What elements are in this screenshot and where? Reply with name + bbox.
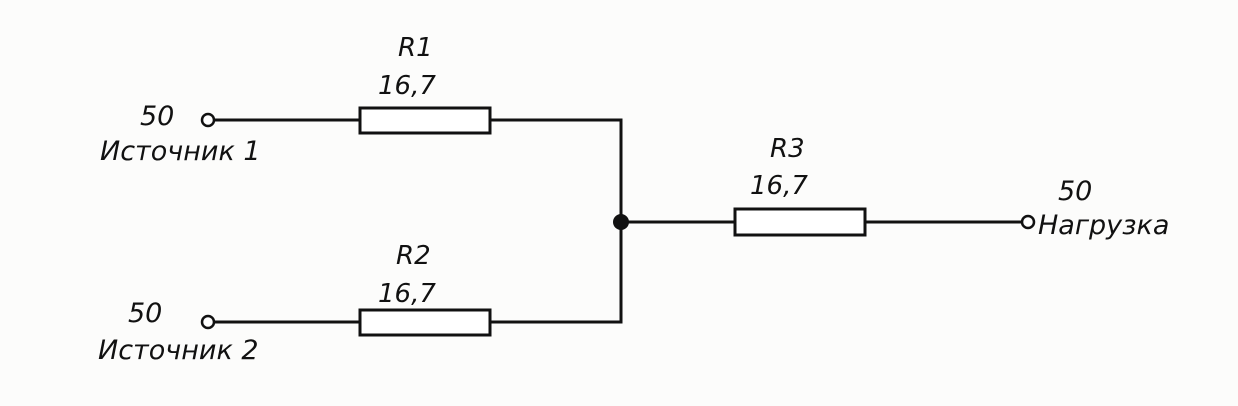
r1-name-label: R1 bbox=[398, 33, 433, 63]
resistor-r1 bbox=[358, 106, 492, 135]
terminal-source1 bbox=[200, 112, 216, 128]
r3-value-label: 16,7 bbox=[750, 171, 808, 201]
resistor-r2 bbox=[358, 308, 492, 337]
terminal-load bbox=[1020, 214, 1036, 230]
r3-name-label: R3 bbox=[770, 134, 805, 164]
load-name-label: Нагрузка bbox=[1038, 210, 1169, 241]
r1-value-label: 16,7 bbox=[378, 71, 436, 101]
source2-value-label: 50 bbox=[128, 298, 162, 329]
r2-value-label: 16,7 bbox=[378, 279, 436, 309]
source1-name-label: Источник 1 bbox=[100, 136, 261, 167]
source2-name-label: Источник 2 bbox=[98, 335, 259, 366]
source1-value-label: 50 bbox=[140, 101, 174, 132]
load-value-label: 50 bbox=[1058, 176, 1092, 207]
r2-name-label: R2 bbox=[396, 241, 431, 271]
terminal-source2 bbox=[200, 314, 216, 330]
resistor-r3 bbox=[733, 207, 867, 237]
junction-node bbox=[613, 214, 629, 230]
